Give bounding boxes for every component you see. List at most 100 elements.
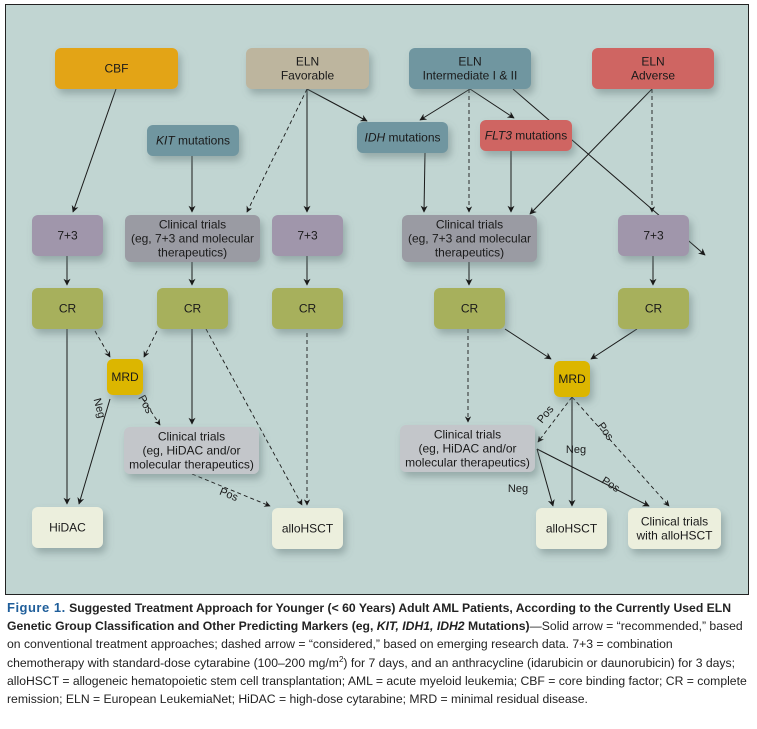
node-label: 7+3 — [297, 229, 318, 243]
node-label: CR — [461, 302, 479, 316]
arrow-cr5-to-mrd2-solid — [590, 328, 638, 360]
arrow-cr2-to-mrd1-dashed — [143, 330, 158, 358]
node-label: MRD — [111, 370, 139, 384]
edge-label-neg: Neg — [508, 483, 528, 495]
node-box — [157, 288, 228, 329]
arrow-cbf-to-ind1-solid — [71, 88, 117, 213]
node-cbf: CBF — [55, 48, 178, 89]
node-box — [55, 48, 178, 89]
node-label: molecular therapeutics) — [405, 456, 530, 470]
node-label: Clinical trials — [436, 218, 503, 232]
caption-label: Figure 1. — [7, 600, 66, 615]
edge-label-pos: Pos — [595, 420, 616, 443]
node-mrd1: MRD — [107, 359, 143, 395]
node-ind3: 7+3 — [618, 215, 689, 256]
node-label: Adverse — [631, 69, 675, 83]
node-label: CR — [59, 302, 77, 316]
node-ind1: 7+3 — [32, 215, 103, 256]
node-box — [402, 215, 537, 262]
node-box — [554, 361, 590, 397]
node-box — [125, 215, 260, 262]
node-ct2: Clinical trials(eg, 7+3 and molecularthe… — [402, 215, 537, 262]
caption-title: Suggested Treatment Approach for Younger… — [7, 601, 731, 633]
node-box — [434, 288, 505, 329]
node-kit: KIT mutations — [147, 125, 239, 156]
node-label: (eg, HiDAC and/or — [142, 444, 240, 458]
node-ind2: 7+3 — [272, 215, 343, 256]
caption-body: —Solid arrow = “recommended,” based on c… — [7, 619, 743, 670]
node-label: Clinical trials — [434, 428, 501, 442]
node-label: 7+3 — [57, 229, 78, 243]
node-label: ELN — [641, 55, 664, 69]
node-label: (eg, 7+3 and molecular — [408, 232, 531, 246]
node-box — [32, 507, 103, 548]
node-label: therapeutics) — [158, 246, 227, 260]
node-idh: IDH mutations — [357, 122, 448, 153]
arrow-eln_int-to-flt3-solid — [469, 88, 515, 119]
node-label: therapeutics) — [435, 246, 504, 260]
node-label: IDH mutations — [364, 131, 440, 145]
node-label: (eg, 7+3 and molecular — [131, 232, 254, 246]
node-cr1: CR — [32, 288, 103, 329]
node-box — [272, 508, 343, 549]
node-allo1: alloHSCT — [272, 508, 343, 549]
node-box — [480, 120, 572, 151]
node-box — [628, 508, 721, 549]
node-label: HiDAC — [49, 521, 86, 535]
node-box — [272, 215, 343, 256]
node-box — [618, 215, 689, 256]
node-label: Clinical trials — [158, 430, 225, 444]
node-label: (eg, HiDAC and/or — [418, 442, 516, 456]
arrow-ctc2-to-ctallo-solid — [536, 448, 650, 507]
arrow-mrd2-to-ctallo-dashed — [571, 396, 670, 507]
figure-caption: Figure 1. Suggested Treatment Approach f… — [7, 599, 747, 708]
node-label: Clinical trials — [641, 515, 708, 529]
arrow-mrd2-to-ctc2-dashed — [537, 396, 573, 443]
arrow-cr2-to-allo1-dashed — [205, 328, 303, 506]
node-label: alloHSCT — [546, 522, 598, 536]
node-box — [32, 288, 103, 329]
node-ct1: Clinical trials(eg, 7+3 and molecularthe… — [125, 215, 260, 262]
node-allo2: alloHSCT — [536, 508, 607, 549]
node-label: MRD — [558, 372, 586, 386]
node-ctc2: Clinical trials(eg, HiDAC and/ormolecula… — [400, 425, 535, 472]
edge-label-neg: Neg — [91, 397, 108, 420]
node-label: ELN — [458, 55, 481, 69]
arrow-eln_adv-to-ct2-solid — [529, 88, 653, 215]
caption-title-markers: KIT, IDH1, IDH2 — [376, 619, 465, 634]
edge-label-neg: Neg — [566, 444, 586, 456]
node-box — [107, 359, 143, 395]
node-ctc1: Clinical trials(eg, HiDAC and/ormolecula… — [124, 427, 259, 474]
edge-label-pos: Pos — [218, 486, 241, 504]
node-label: Intermediate I & II — [423, 69, 518, 83]
node-mrd2: MRD — [554, 361, 590, 397]
node-cr2: CR — [157, 288, 228, 329]
arrow-idh-to-ct2-solid — [420, 152, 428, 213]
edge-label-pos: Pos — [535, 403, 557, 426]
node-label: Favorable — [281, 69, 335, 83]
node-label: alloHSCT — [282, 522, 334, 536]
arrow-mrd1-to-ctc1-dashed — [142, 398, 161, 426]
node-box — [592, 48, 714, 89]
node-label: FLT3 mutations — [485, 129, 567, 143]
node-box — [400, 425, 535, 472]
arrow-cr1-to-mrd1-dashed — [94, 330, 111, 358]
node-box — [272, 288, 343, 329]
arrow-cr4-to-mrd2-solid — [504, 328, 552, 360]
arrow-eln_fav-to-idh-solid — [306, 88, 368, 122]
node-label: Clinical trials — [159, 218, 226, 232]
node-label: 7+3 — [643, 229, 664, 243]
node-box — [357, 122, 448, 153]
node-box — [246, 48, 369, 89]
node-flt3: FLT3 mutations — [480, 120, 572, 151]
arrow-mrd1-to-hidac-solid — [77, 398, 111, 505]
node-cr3: CR — [272, 288, 343, 329]
node-cr4: CR — [434, 288, 505, 329]
node-box — [124, 427, 259, 474]
node-label: CR — [299, 302, 317, 316]
caption-body-end: ) for 7 days, and an anthracycline (idar… — [7, 655, 747, 707]
